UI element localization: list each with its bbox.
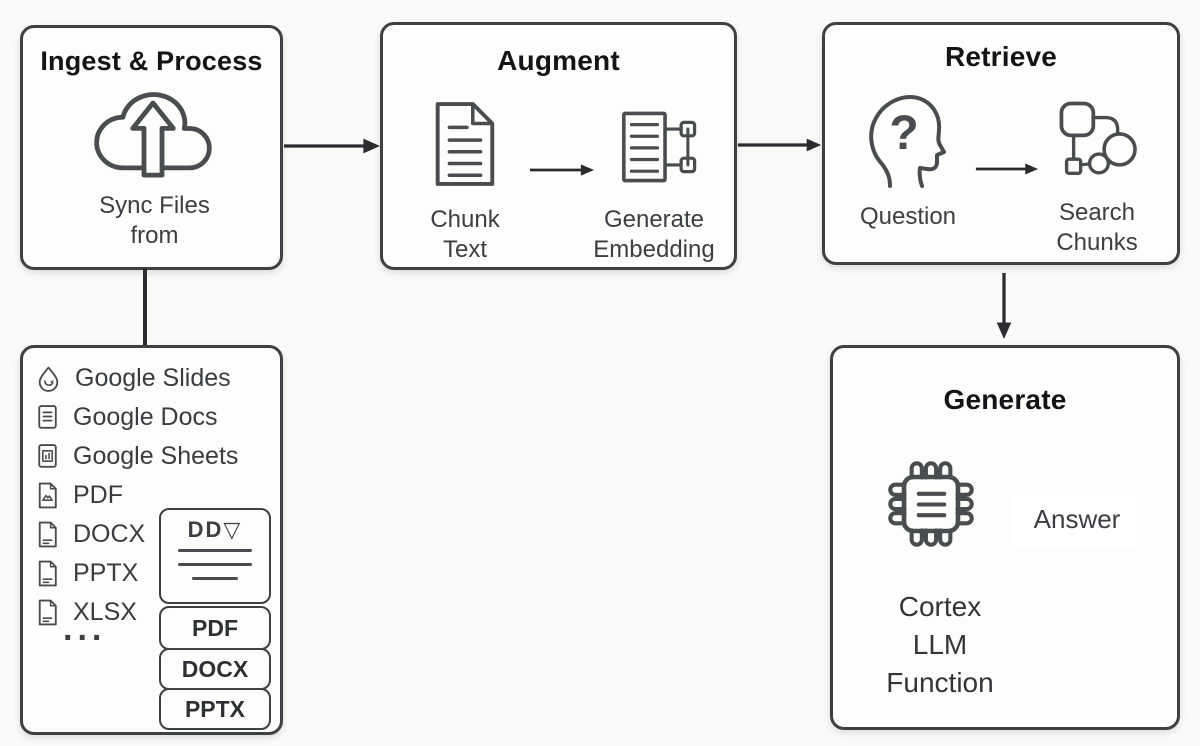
retrieve-step2-label: Search Chunks	[1056, 199, 1138, 256]
google-docs-icon	[35, 403, 60, 432]
source-item-more: ...	[63, 610, 107, 648]
google-sheets-icon	[35, 442, 60, 471]
source-item-pptx: PPTX	[35, 557, 138, 589]
ingest-caption: Sync Files from	[99, 192, 210, 249]
source-item-pdf: PDF	[35, 479, 123, 511]
answer-label: Answer	[1011, 490, 1143, 549]
pptx-file-icon	[35, 559, 60, 588]
stack-card-label: PDF	[192, 615, 238, 641]
arrow-chunk-to-embedding	[529, 162, 595, 178]
source-label: DOCX	[73, 519, 146, 548]
source-label: XLSX	[73, 597, 137, 626]
preview-glyphs: DD▽	[187, 517, 243, 542]
stage-generate: Generate Answer Cortex LLM Function	[830, 345, 1180, 730]
connector-ingest-to-sources	[143, 268, 147, 347]
stage-title-ingest: Ingest & Process	[40, 46, 263, 76]
docx-file-icon	[35, 520, 60, 549]
stack-card-pdf: PDF	[159, 606, 271, 650]
stage-augment: Augment Chunk Text Generat	[380, 22, 737, 270]
augment-step1-label: Chunk Text	[430, 206, 500, 263]
preview-line	[178, 549, 252, 552]
cloud-upload-icon	[91, 86, 215, 182]
stage-retrieve: Retrieve ? Question	[822, 22, 1180, 265]
source-item-xlsx: XLSX	[35, 596, 137, 628]
cpu-chip-icon	[875, 448, 987, 560]
generate-caption: Cortex LLM Function	[886, 591, 994, 698]
preview-line	[178, 563, 252, 566]
source-files-panel: Google Slides Google Docs Google Sheets	[20, 345, 283, 735]
source-label: Google Slides	[75, 363, 231, 392]
xlsx-file-icon	[35, 598, 60, 627]
source-label: Google Sheets	[73, 441, 239, 470]
search-chunks-icon	[1053, 95, 1143, 185]
google-slides-icon	[35, 365, 62, 392]
arrow-question-to-search	[975, 161, 1039, 177]
document-lines-icon	[425, 99, 503, 189]
source-label: PPTX	[73, 558, 139, 587]
stack-card-label: PPTX	[184, 696, 246, 722]
stack-card-label: DOCX	[181, 656, 249, 682]
preview-line	[192, 577, 238, 580]
stage-title-generate: Generate	[943, 384, 1067, 415]
stage-title-retrieve: Retrieve	[944, 41, 1058, 72]
source-item-google-sheets: Google Sheets	[35, 440, 238, 472]
source-item-google-docs: Google Docs	[35, 401, 218, 433]
document-preview-card: DD▽	[159, 508, 271, 604]
arrow-ingest-to-augment	[283, 136, 381, 156]
arrow-retrieve-to-generate	[994, 272, 1014, 340]
arrow-augment-to-retrieve	[737, 135, 822, 155]
source-item-docx: DOCX	[35, 518, 145, 550]
source-item-google-slides: Google Slides	[35, 362, 231, 394]
stage-ingest-process: Ingest & Process Sync Files from	[20, 25, 283, 270]
head-question-icon: ?	[857, 85, 949, 189]
pdf-file-icon	[35, 481, 60, 510]
stack-card-docx: DOCX	[159, 648, 271, 690]
source-label: Google Docs	[73, 402, 218, 431]
svg-text:?: ?	[889, 107, 918, 160]
embedding-graph-icon	[618, 109, 704, 185]
augment-step2-label: Generate Embedding	[593, 206, 715, 263]
retrieve-step1-label: Question	[859, 203, 957, 230]
stack-card-pptx: PPTX	[159, 688, 271, 730]
source-label: PDF	[73, 480, 123, 509]
stage-title-augment: Augment	[497, 45, 620, 76]
